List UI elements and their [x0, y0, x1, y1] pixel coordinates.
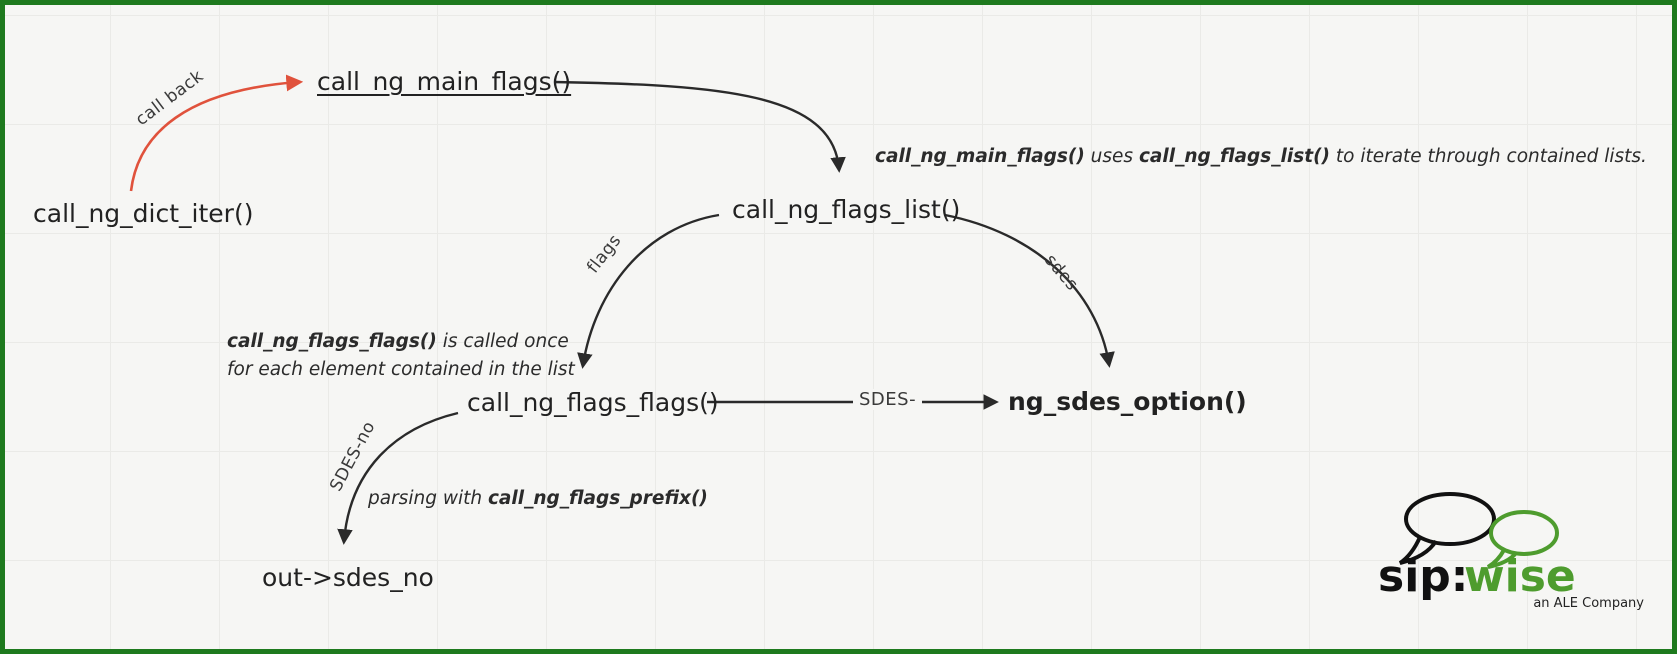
logo-text-wise: wise — [1464, 551, 1576, 602]
edge-dictiter-to-mainflags — [129, 74, 304, 192]
edge-flagslist-to-flagsflags — [577, 213, 720, 369]
annotation-flags-flags-line2: for each element contained in the list — [227, 359, 575, 380]
sipwise-logo: sip: wise an ALE Company — [1378, 492, 1644, 611]
edge-label-sdes-dash: SDES- — [853, 389, 923, 410]
edge-flagsflags-to-outsdesno — [337, 411, 459, 545]
annotation-parsing: parsing with call_ng_flags_prefix() — [368, 488, 708, 509]
edge-flagslist-to-sdesoption — [944, 213, 1115, 368]
speech-bubble-green-icon — [1489, 510, 1559, 556]
annotation-flags-flags-line1: call_ng_flags_flags() is called once — [227, 331, 569, 352]
node-call-ng-flags-list: call_ng_flags_list() — [732, 195, 961, 224]
arrows-layer — [129, 74, 1115, 545]
logo-tagline: an ALE Company — [1533, 596, 1644, 611]
speech-bubble-black-tail-icon — [1398, 536, 1438, 565]
speech-bubble-black-icon — [1404, 492, 1496, 546]
node-out-sdes-no: out->sdes_no — [262, 563, 434, 592]
node-ng-sdes-option: ng_sdes_option() — [1008, 387, 1247, 416]
edge-mainflags-to-flagslist — [553, 80, 846, 173]
speech-bubble-green-tail-icon — [1486, 549, 1518, 569]
node-call-ng-main-flags: call_ng_main_flags() — [317, 67, 572, 96]
logo-text-sip: sip: — [1378, 551, 1468, 602]
node-call-ng-dict-iter: call_ng_dict_iter() — [33, 199, 254, 228]
node-call-ng-flags-flags: call_ng_flags_flags() — [467, 388, 719, 417]
annotation-main-flags: call_ng_main_flags() uses call_ng_flags_… — [875, 146, 1647, 167]
